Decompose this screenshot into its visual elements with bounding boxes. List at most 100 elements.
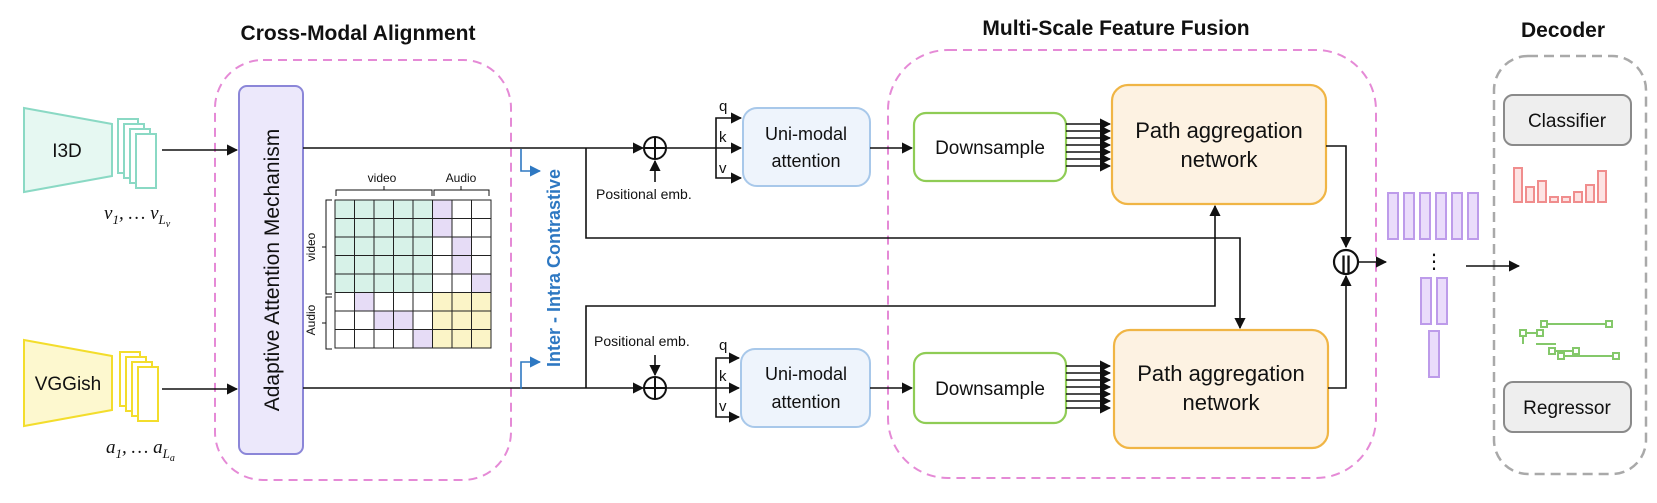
matrix-top-audio-label: Audio: [446, 171, 477, 185]
unimodal-attention-top: [742, 107, 871, 187]
matrix-top-brace-video: [335, 186, 433, 196]
matrix-cell: [373, 255, 394, 275]
matrix-cell: [432, 273, 453, 293]
matrix-side-brace-video: [322, 199, 332, 295]
matrix-cell: [393, 329, 414, 349]
unimodal-top-line2: attention: [771, 151, 840, 171]
positional-emb-bottom-label: Positional emb.: [594, 333, 690, 349]
matrix-cell: [471, 310, 492, 330]
multiscale-arrows-bottom: [1066, 360, 1112, 414]
matrix-cell: [373, 292, 394, 312]
matrix-cell: [432, 310, 453, 330]
matrix-cell: [334, 199, 355, 219]
matrix-cell: [471, 218, 492, 238]
pan-bottom: [1112, 328, 1330, 450]
matrix-cell: [373, 273, 394, 293]
matrix-cell: [393, 218, 414, 238]
i3d-encoder: I3D: [23, 106, 157, 194]
matrix-cell: [354, 199, 375, 219]
pan-top: [1110, 83, 1328, 206]
unimodal-top-line1: Uni-modal: [765, 124, 847, 144]
matrix-cell: [334, 273, 355, 293]
matrix-cell: [412, 329, 433, 349]
adaptive-attention-label: Adaptive Attention Mechanism: [261, 129, 284, 412]
adaptive-attention-block: [238, 85, 304, 455]
classifier-box: [1503, 94, 1632, 146]
matrix-side-brace-audio: [322, 296, 332, 350]
matrix-cell: [334, 218, 355, 238]
matrix-cell: [432, 255, 453, 275]
matrix-cell: [334, 329, 355, 349]
matrix-cell: [471, 329, 492, 349]
downsample-top: [912, 111, 1068, 183]
vggish-label: VGGish: [35, 374, 102, 395]
matrix-cell: [373, 199, 394, 219]
matrix-cell: [451, 236, 472, 256]
audio-cross-to-top-pan: [585, 204, 1221, 388]
matrix-cell: [373, 236, 394, 256]
matrix-cell: [471, 199, 492, 219]
downsample-top-label: Downsample: [935, 138, 1045, 159]
matrix-cell: [354, 292, 375, 312]
matrix-cell: [432, 292, 453, 312]
matrix-cell: [451, 292, 472, 312]
feature-ellipsis: ⋮: [1424, 251, 1444, 273]
matrix-cell: [432, 236, 453, 256]
qkv-fanout-bottom: [666, 352, 741, 423]
pan-top-line1: Path aggregation: [1135, 118, 1303, 143]
pan-top-to-concat: [1326, 145, 1352, 249]
matrix-cell: [471, 255, 492, 275]
matrix-cell: [471, 292, 492, 312]
matrix-cell: [354, 273, 375, 293]
audio-sequence-label: a1, … aLa: [106, 437, 175, 464]
section-title-cross-modal: Cross-Modal Alignment: [241, 22, 476, 45]
matrix-top-video-label: video: [368, 171, 397, 185]
matrix-cell: [334, 310, 355, 330]
downsample-bottom-label: Downsample: [935, 379, 1045, 400]
matrix-cell: [412, 273, 433, 293]
matrix-cell: [432, 199, 453, 219]
matrix-cell: [373, 329, 394, 349]
matrix-cell: [412, 199, 433, 219]
pan-bottom-line2: network: [1182, 390, 1260, 415]
audio-feature-stack: [119, 351, 159, 422]
matrix-cell: [432, 329, 453, 349]
section-title-decoder: Decoder: [1521, 19, 1605, 42]
matrix-cell: [354, 310, 375, 330]
matrix-cell: [451, 218, 472, 238]
matrix-cell: [334, 255, 355, 275]
pan-bottom-line1: Path aggregation: [1137, 361, 1305, 386]
cross-modal-group: [214, 59, 512, 481]
k-label-bottom: k: [719, 368, 727, 385]
matrix-cell: [373, 310, 394, 330]
multiscale-arrows-top: [1066, 118, 1112, 172]
matrix-cell: [412, 292, 433, 312]
i3d-label: I3D: [52, 141, 82, 162]
matrix-cell: [451, 329, 472, 349]
q-label-bottom: q: [719, 337, 727, 354]
matrix-cell: [393, 273, 414, 293]
matrix-cell: [373, 218, 394, 238]
matrix-cell: [354, 255, 375, 275]
contrastive-label: Inter - Intra Contrastive: [544, 169, 564, 367]
pan-bottom-to-concat: [1328, 274, 1352, 389]
matrix-cell: [451, 255, 472, 275]
feature-pyramid: [1387, 192, 1479, 378]
matrix-cell: [471, 236, 492, 256]
classifier-label: Classifier: [1528, 111, 1607, 132]
regressor-lines: [1519, 320, 1620, 360]
contrastive-arrow-bottom: [520, 356, 542, 389]
video-sequence-label: v1, … vLv: [104, 203, 171, 230]
matrix-cell: [451, 273, 472, 293]
matrix-cell: [412, 255, 433, 275]
positional-emb-top-label: Positional emb.: [596, 186, 692, 202]
matrix-cell: [354, 218, 375, 238]
video-cross-to-bottom-pan: [585, 148, 1246, 330]
matrix-cell: [412, 310, 433, 330]
concat-symbol: ||: [1341, 253, 1351, 273]
section-title-multi-scale: Multi-Scale Feature Fusion: [982, 17, 1249, 40]
q-label-top: q: [719, 98, 727, 115]
matrix-cell: [393, 292, 414, 312]
v-label-bottom: v: [719, 398, 727, 415]
